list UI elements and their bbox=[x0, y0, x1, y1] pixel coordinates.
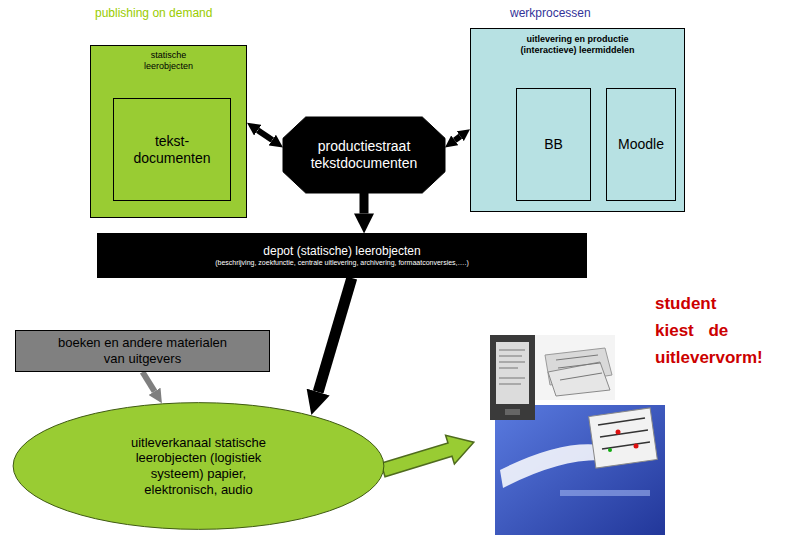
sign-panel-line bbox=[600, 430, 648, 437]
newspaper-line bbox=[560, 373, 602, 380]
region-box: BB Moodle uitlevering en productie (intera… bbox=[470, 28, 685, 212]
flow-arrow bbox=[143, 372, 155, 391]
region-title: publishing on demand bbox=[95, 6, 212, 20]
sign-stripe bbox=[560, 490, 650, 496]
system-box: BB bbox=[516, 88, 591, 201]
sign-photo bbox=[495, 405, 665, 535]
system-box: Moodle bbox=[606, 88, 676, 201]
process-octagon: productiestraat tekstdocumenten bbox=[283, 117, 445, 193]
sign-dot bbox=[616, 430, 621, 435]
sign-dot bbox=[634, 444, 639, 449]
flow-arrow bbox=[258, 130, 273, 140]
ereader-line bbox=[499, 378, 525, 379]
region-box: tekst- documenten statische leerobjecten bbox=[90, 45, 247, 218]
node-text: Moodle bbox=[618, 136, 664, 153]
node-text: depot (statische) leerobjecten bbox=[263, 244, 420, 258]
region-title: werkprocessen bbox=[510, 6, 591, 20]
flow-arrow bbox=[360, 193, 369, 214]
node-text: BB bbox=[544, 136, 563, 153]
flow-arrow bbox=[455, 136, 461, 140]
newspaper bbox=[548, 362, 610, 396]
ereader-screen bbox=[496, 342, 529, 404]
newspaper-photo bbox=[535, 335, 615, 400]
node-text: boeken en andere materialen van uitgever… bbox=[50, 335, 235, 366]
sign-panel-line bbox=[602, 442, 650, 449]
sign-lettering bbox=[500, 444, 605, 488]
newspaper-line bbox=[558, 363, 600, 368]
ereader-line bbox=[499, 368, 518, 369]
sign-dot bbox=[608, 448, 612, 452]
channel-ellipse: uitleverkanaal statische leerobjecten (l… bbox=[12, 402, 385, 530]
ereader-line bbox=[499, 356, 522, 357]
newspaper-line bbox=[556, 355, 598, 360]
repository-band: depot (statische) leerobjecten(beschrijv… bbox=[97, 233, 587, 278]
node-text: productiestraat tekstdocumenten bbox=[311, 138, 418, 172]
document-box: tekst- documenten bbox=[113, 98, 231, 201]
ereader-line bbox=[499, 362, 525, 363]
node-text: uitlevering en productie (interactieve) … bbox=[503, 34, 653, 56]
ellipse-shape bbox=[13, 403, 384, 530]
ereader-line bbox=[499, 384, 521, 385]
node-subtext: (beschrijving, zoekfunctie, centrale uit… bbox=[215, 259, 469, 267]
slogan-text: student kiest de uitlevervorm! bbox=[655, 290, 763, 371]
ereader-button bbox=[505, 409, 520, 415]
node-text: uitleverkanaal statische leerobjecten (l… bbox=[124, 435, 274, 497]
node-text: tekst- documenten bbox=[133, 133, 210, 167]
ereader-line bbox=[499, 350, 525, 351]
output-arrow bbox=[381, 435, 474, 476]
ereader-photo bbox=[490, 335, 535, 420]
sign-panel bbox=[589, 408, 658, 468]
source-box: boeken en andere materialen van uitgever… bbox=[15, 330, 270, 372]
sign-panel-line bbox=[598, 418, 645, 425]
node-text: statische leerobjecten bbox=[144, 50, 193, 72]
octagon-shape bbox=[283, 117, 445, 193]
flow-arrow bbox=[318, 278, 352, 392]
